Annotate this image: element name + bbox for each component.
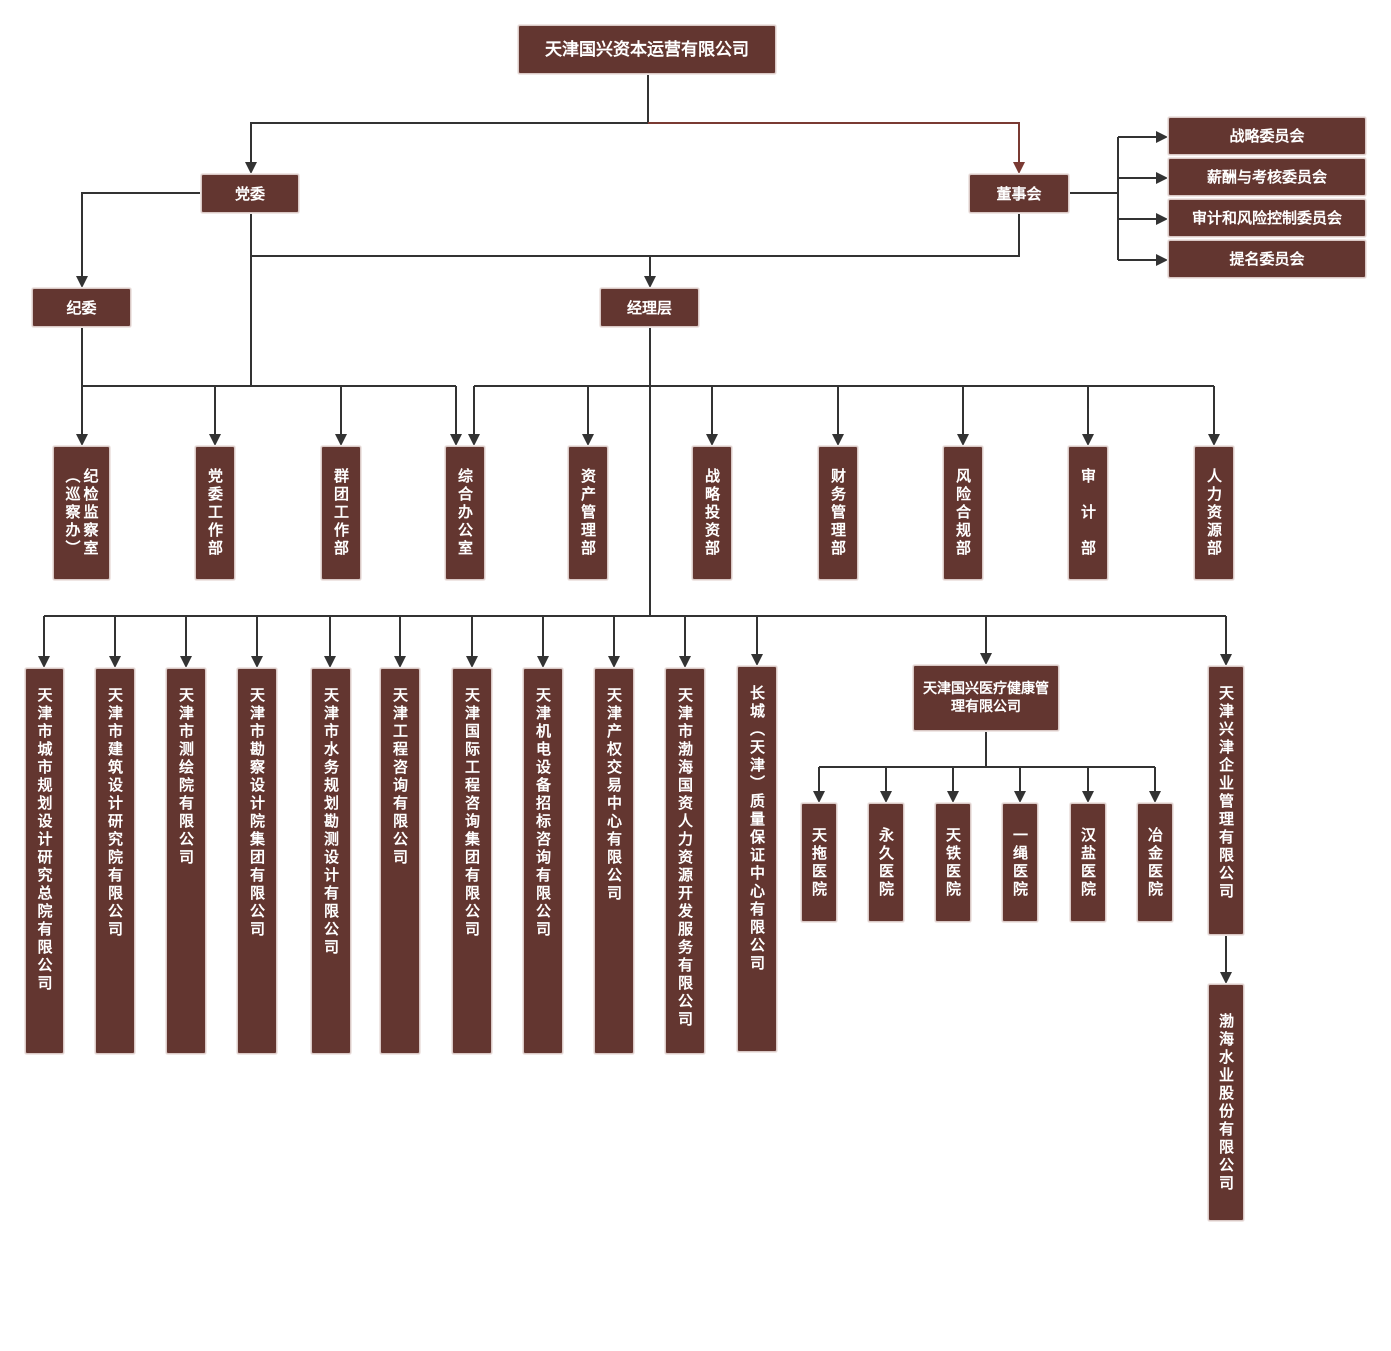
subsidiary-bohai-hr-services: 天津市渤海国资人力资源开发服务有限公司 bbox=[665, 668, 705, 1054]
department-audit: 审 计 部 bbox=[1068, 446, 1108, 580]
bohai-company-label: 渤海水业股份有限公司 bbox=[1217, 1012, 1235, 1193]
subsidiary-property-rights-exchange: 天津产权交易中心有限公司 bbox=[594, 668, 634, 1054]
management-node: 经理层 bbox=[600, 288, 699, 327]
root-company-label: 天津国兴资本运营有限公司 bbox=[545, 39, 749, 60]
management-label: 经理层 bbox=[626, 298, 672, 317]
board-committee-audit-risk: 审计和风险控制委员会 bbox=[1168, 199, 1366, 237]
discipline-committee-node: 纪委 bbox=[32, 288, 131, 327]
subsidiary-label: 天津市渤海国资人力资源开发服务有限公司 bbox=[676, 687, 694, 1029]
subsidiary-geotechnical-group: 天津市勘察设计院集团有限公司 bbox=[237, 668, 277, 1054]
hospital-label: 天铁医院 bbox=[944, 826, 962, 899]
board-label: 董事会 bbox=[996, 184, 1042, 203]
subsidiary-water-planning: 天津市水务规划勘测设计有限公司 bbox=[311, 668, 351, 1054]
department-label: 战略投资部 bbox=[703, 468, 721, 558]
xingjin-company-label: 天津兴津企业管理有限公司 bbox=[1217, 685, 1235, 901]
subsidiary-international-engineering: 天津国际工程咨询集团有限公司 bbox=[452, 668, 492, 1054]
department-label: 财务管理部 bbox=[829, 468, 847, 558]
hospital-label: 汉盐医院 bbox=[1079, 826, 1097, 899]
hospital-yejin: 冶金医院 bbox=[1137, 803, 1173, 922]
board-committee-compensation: 薪酬与考核委员会 bbox=[1168, 158, 1366, 196]
board-committee-label: 提名委员会 bbox=[1229, 250, 1305, 268]
medical-company-node: 天津国兴医疗健康管理有限公司 bbox=[913, 665, 1059, 731]
board-committee-strategy: 战略委员会 bbox=[1168, 117, 1366, 155]
department-asset-management: 资产管理部 bbox=[568, 446, 608, 580]
department-label: 综合办公室 bbox=[456, 468, 474, 558]
subsidiary-engineering-consulting: 天津工程咨询有限公司 bbox=[380, 668, 420, 1054]
department-label: 风险合规部 bbox=[954, 468, 972, 558]
subsidiary-label: 天津市勘察设计院集团有限公司 bbox=[248, 687, 266, 939]
board-committee-label: 审计和风险控制委员会 bbox=[1191, 209, 1342, 227]
subsidiary-label: 长城（天津）质量保证中心有限公司 bbox=[748, 685, 766, 973]
subsidiary-architecture-institute: 天津市建筑设计研究院有限公司 bbox=[95, 668, 135, 1054]
subsidiary-label: 天津工程咨询有限公司 bbox=[391, 687, 409, 867]
subsidiary-urban-planning-institute: 天津市城市规划设计研究总院有限公司 bbox=[25, 668, 64, 1054]
subsidiary-label: 天津国际工程咨询集团有限公司 bbox=[463, 687, 481, 939]
hospital-label: 一绳医院 bbox=[1011, 826, 1029, 899]
subsidiary-label: 天津产权交易中心有限公司 bbox=[605, 687, 623, 903]
department-party-work: 党委工作部 bbox=[195, 446, 235, 580]
subsidiary-xingjin-management: 天津兴津企业管理有限公司 bbox=[1208, 666, 1244, 935]
department-label: 纪检监察室（巡察办） bbox=[63, 468, 100, 558]
subsidiary-equipment-tendering: 天津机电设备招标咨询有限公司 bbox=[523, 668, 563, 1054]
department-label: 资产管理部 bbox=[579, 468, 597, 558]
department-discipline-inspection: 纪检监察室（巡察办） bbox=[53, 446, 110, 580]
hospital-yongjiu: 永久医院 bbox=[868, 803, 904, 922]
department-human-resources: 人力资源部 bbox=[1194, 446, 1234, 580]
party-committee-node: 党委 bbox=[201, 174, 299, 213]
subsidiary-label: 天津市城市规划设计研究总院有限公司 bbox=[35, 687, 54, 993]
hospital-tiantie: 天铁医院 bbox=[935, 803, 971, 922]
subsidiary-label: 天津市建筑设计研究院有限公司 bbox=[106, 687, 124, 939]
hospital-yisheng: 一绳医院 bbox=[1002, 803, 1038, 922]
medical-company-label: 天津国兴医疗健康管理有限公司 bbox=[923, 681, 1049, 715]
party-committee-label: 党委 bbox=[234, 184, 265, 203]
department-label: 人力资源部 bbox=[1205, 468, 1223, 558]
department-label: 群团工作部 bbox=[332, 468, 350, 558]
board-committee-nomination: 提名委员会 bbox=[1168, 240, 1366, 278]
subsidiary-label: 天津市测绘院有限公司 bbox=[177, 687, 195, 867]
subsidiary-bohai-water: 渤海水业股份有限公司 bbox=[1208, 984, 1244, 1221]
department-risk-compliance: 风险合规部 bbox=[943, 446, 983, 580]
department-mass-organizations: 群团工作部 bbox=[321, 446, 361, 580]
hospital-hanyan: 汉盐医院 bbox=[1070, 803, 1106, 922]
root-company-node: 天津国兴资本运营有限公司 bbox=[518, 25, 776, 74]
board-committee-label: 薪酬与考核委员会 bbox=[1206, 168, 1327, 186]
hospital-tiantuo: 天拖医院 bbox=[801, 803, 837, 922]
department-label: 党委工作部 bbox=[206, 468, 224, 558]
subsidiary-label: 天津机电设备招标咨询有限公司 bbox=[534, 687, 552, 939]
subsidiary-surveying-institute: 天津市测绘院有限公司 bbox=[166, 668, 206, 1054]
department-general-office: 综合办公室 bbox=[445, 446, 485, 580]
hospital-label: 永久医院 bbox=[877, 826, 895, 899]
hospital-label: 冶金医院 bbox=[1146, 826, 1164, 899]
discipline-committee-label: 纪委 bbox=[66, 298, 97, 317]
department-strategic-investment: 战略投资部 bbox=[692, 446, 732, 580]
board-node: 董事会 bbox=[969, 174, 1069, 213]
board-committee-label: 战略委员会 bbox=[1229, 127, 1305, 145]
department-finance: 财务管理部 bbox=[818, 446, 858, 580]
department-label: 审 计 部 bbox=[1079, 468, 1097, 558]
subsidiary-label: 天津市水务规划勘测设计有限公司 bbox=[322, 687, 340, 957]
subsidiary-great-wall-quality: 长城（天津）质量保证中心有限公司 bbox=[737, 666, 777, 1052]
hospital-label: 天拖医院 bbox=[810, 826, 828, 899]
